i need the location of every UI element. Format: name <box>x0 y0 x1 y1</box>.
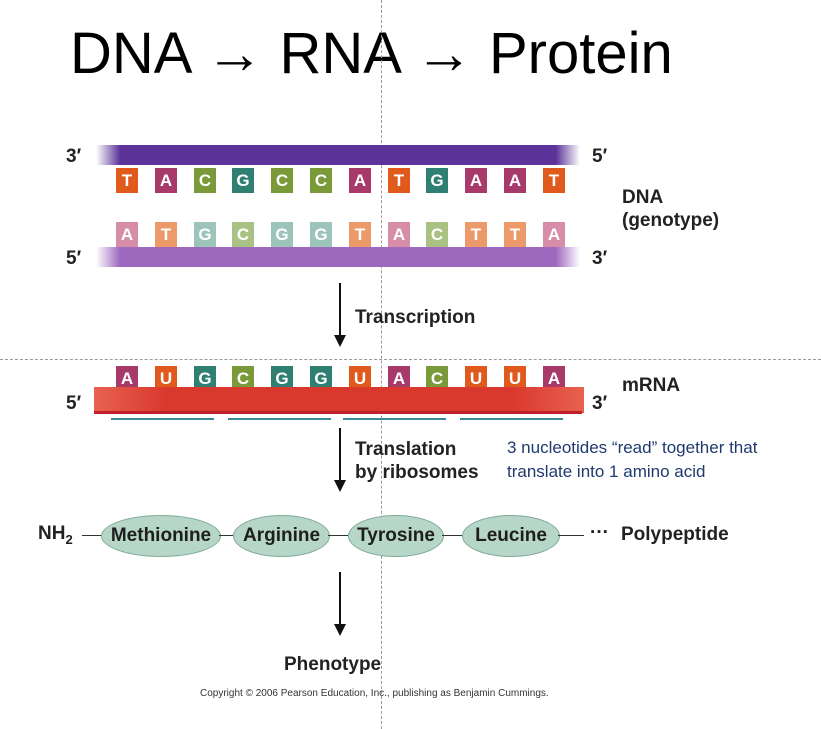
mrna-right-end: 3′ <box>592 393 608 414</box>
translation-arrow-icon <box>334 428 346 492</box>
codon-marker <box>111 418 214 420</box>
transcription-arrow-icon <box>334 283 346 347</box>
dna-coding-base: T <box>155 222 177 247</box>
dna-coding-base: C <box>426 222 448 247</box>
mrna-base: G <box>194 366 216 391</box>
mrna-base: U <box>504 366 526 391</box>
dna-template-base: A <box>349 168 371 193</box>
dna-template-base: G <box>232 168 254 193</box>
dna-coding-base: G <box>271 222 293 247</box>
dna-coding-strand <box>96 247 580 267</box>
dna-coding-base: T <box>349 222 371 247</box>
phenotype-label: Phenotype <box>284 654 382 675</box>
dna-coding-base: T <box>504 222 526 247</box>
mrna-base: G <box>271 366 293 391</box>
dna-label-line2: (genotype) <box>622 210 720 231</box>
vertical-guide-line <box>381 0 382 729</box>
codon-note-line2: translate into 1 amino acid <box>507 462 706 481</box>
mrna-base: U <box>155 366 177 391</box>
codon-marker <box>228 418 331 420</box>
dna-template-base: A <box>155 168 177 193</box>
dna-label-line1: DNA <box>622 187 664 208</box>
mrna-strand-edge <box>94 411 582 414</box>
peptide-bond <box>328 535 348 536</box>
dna-coding-base: A <box>388 222 410 247</box>
dna-label: DNA (genotype) <box>622 186 719 232</box>
dna-template-base: C <box>271 168 293 193</box>
nh2-text: NH <box>38 523 66 544</box>
page-title: DNA → RNA → Protein <box>70 21 673 86</box>
dna-template-base: C <box>194 168 216 193</box>
mrna-base: A <box>543 366 565 391</box>
mrna-base: A <box>116 366 138 391</box>
dna-top-left-end: 3′ <box>66 146 82 167</box>
polypeptide-label: Polypeptide <box>621 524 729 545</box>
mrna-left-end: 5′ <box>66 393 82 414</box>
chain-continues: ··· <box>590 522 609 543</box>
amino-acid-arginine: Arginine <box>233 515 330 557</box>
dna-template-base: T <box>543 168 565 193</box>
dna-coding-base: C <box>232 222 254 247</box>
transcription-label: Transcription <box>355 307 476 328</box>
amino-acid-tyrosine: Tyrosine <box>348 515 444 557</box>
dna-template-base: A <box>465 168 487 193</box>
dna-top-right-end: 5′ <box>592 146 608 167</box>
peptide-bond <box>558 535 584 536</box>
dna-bottom-right-end: 3′ <box>592 248 608 269</box>
nh2-subscript: 2 <box>65 531 73 547</box>
horizontal-guide-line <box>0 359 821 360</box>
mrna-base: G <box>310 366 332 391</box>
copyright-notice: Copyright © 2006 Pearson Education, Inc.… <box>200 688 549 699</box>
dna-bottom-left-end: 5′ <box>66 248 82 269</box>
dna-template-base: G <box>426 168 448 193</box>
dna-coding-base: T <box>465 222 487 247</box>
peptide-bond <box>219 535 233 536</box>
dna-template-strand <box>96 145 580 165</box>
dna-template-base: T <box>388 168 410 193</box>
mrna-label: mRNA <box>622 375 681 396</box>
codon-note: 3 nucleotides “read” together that trans… <box>507 436 757 484</box>
dna-coding-base: A <box>116 222 138 247</box>
nh2-terminus: NH2 <box>38 523 73 547</box>
amino-acid-leucine: Leucine <box>462 515 560 557</box>
translation-label-line1: Translation <box>355 439 457 460</box>
mrna-base: U <box>349 366 371 391</box>
mrna-strand <box>94 387 584 413</box>
peptide-bond <box>82 535 102 536</box>
codon-marker <box>460 418 563 420</box>
dna-coding-base: G <box>310 222 332 247</box>
mrna-base: C <box>426 366 448 391</box>
amino-acid-methionine: Methionine <box>101 515 221 557</box>
translation-label-line2: by ribosomes <box>355 462 479 483</box>
peptide-bond <box>442 535 462 536</box>
codon-note-line1: 3 nucleotides “read” together that <box>507 438 758 457</box>
codon-marker <box>343 418 446 420</box>
dna-template-base: C <box>310 168 332 193</box>
mrna-base: A <box>388 366 410 391</box>
translation-label: Translation by ribosomes <box>355 438 479 484</box>
dna-template-base: T <box>116 168 138 193</box>
mrna-base: C <box>232 366 254 391</box>
phenotype-arrow-icon <box>334 572 346 636</box>
dna-template-base: A <box>504 168 526 193</box>
dna-coding-base: G <box>194 222 216 247</box>
dna-coding-base: A <box>543 222 565 247</box>
mrna-base: U <box>465 366 487 391</box>
